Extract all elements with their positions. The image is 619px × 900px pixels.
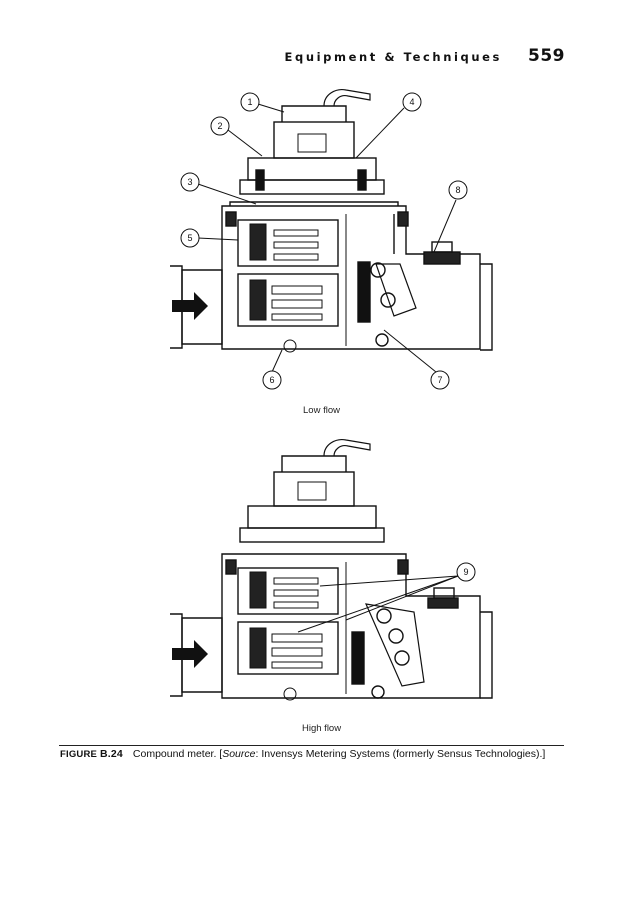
figure-label: FIGURE B.24 [60,748,123,760]
caption-text-after-source: : Invensys Metering Systems (formerly Se… [255,748,546,760]
callout-6: 6 [262,370,282,390]
callout-1: 1 [240,92,260,112]
compound-meter-high-flow-drawing: 9 [170,436,500,716]
inlet-flow-arrow [172,292,208,320]
running-title: Equipment & Techniques [284,50,502,64]
caption-rule [59,745,564,746]
callout-4: 4 [402,92,422,112]
caption-text-before-source: Compound meter. [ [132,748,223,760]
inlet-flow-arrow [172,640,208,668]
figure-label-number: B.24 [99,748,123,760]
callout-1-label: 1 [247,97,252,107]
callout-2: 2 [210,116,230,136]
callout-4-label: 4 [409,97,414,107]
high-flow-diagram: 9 [170,439,493,701]
callout-7: 7 [430,370,450,390]
low-flow-diagram: 1 2 3 4 5 6 7 8 [170,89,493,390]
callout-5: 5 [180,228,200,248]
callout-8-label: 8 [455,185,460,195]
figure-caption: FIGURE B.24 Compound meter. [Source: Inve… [60,748,565,762]
compound-meter-low-flow-drawing: 1 2 3 4 5 6 7 8 [170,84,500,394]
high-flow-label: High flow [302,723,342,734]
low-flow-label: Low flow [303,405,340,416]
callout-7-label: 7 [437,375,442,385]
page-number: 559 [528,46,565,66]
callout-3: 3 [180,172,200,192]
callout-5-label: 5 [187,233,192,243]
callout-9-label: 9 [463,567,468,577]
figure-label-prefix: FIGURE [60,749,98,760]
running-head: Equipment & Techniques 559 [285,46,565,66]
callout-9: 9 [456,562,476,582]
callout-3-label: 3 [187,177,192,187]
callout-2-label: 2 [217,121,222,131]
callout-6-label: 6 [269,375,274,385]
callout-8: 8 [448,180,468,200]
caption-source-label: Source [222,748,256,760]
